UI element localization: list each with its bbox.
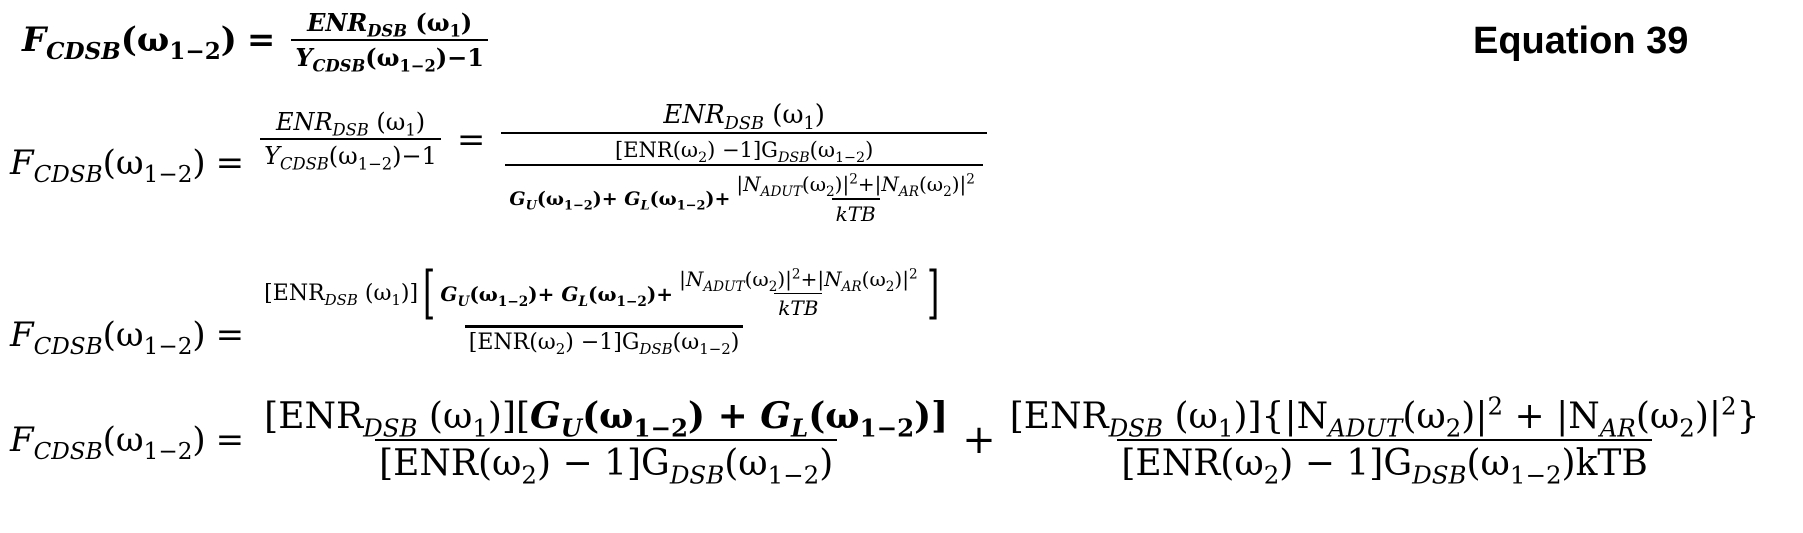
equals-sign: = xyxy=(215,419,245,460)
equation-row-1: FCDSB(ω1−2) = ENRDSB (ω1) YCDSB(ω1−2)−1 xyxy=(22,8,494,74)
equals-sign: = xyxy=(215,143,245,183)
equals-sign: = xyxy=(246,20,276,60)
equals-sign: = xyxy=(215,315,245,355)
fraction-term-1: [ENRDSB (ω1)][GU(ω1−2) + GL(ω1−2)] [ENR(… xyxy=(264,395,949,490)
fraction: ENRDSB (ω1) YCDSB(ω1−2)−1 xyxy=(291,8,488,74)
equation-row-4: FCDSB(ω1−2) = [ENRDSB (ω1)][GU(ω1−2) + G… xyxy=(10,391,1770,490)
lhs: FCDSB(ω1−2) xyxy=(10,419,206,465)
compound-fraction: ENRDSB (ω1) [ENR(ω2) −1]GDSB(ω1−2) GU(ω1… xyxy=(501,100,987,226)
equation-row-3: FCDSB(ω1−2) = [ENRDSB (ω1)] [ GU(ω1−2)+ … xyxy=(10,260,954,361)
fraction: ENRDSB (ω1) YCDSB(ω1−2)−1 xyxy=(260,108,441,172)
lhs: FCDSB(ω1−2) xyxy=(10,315,206,361)
equals-sign-2: = xyxy=(456,120,486,160)
noise-fraction: |NADUT(ω2)|2+|NAR(ω2)|2 kTB xyxy=(679,267,918,321)
fraction-term-2: [ENRDSB (ω1)]{|NADUT(ω2)|2 + |NAR(ω2)|2}… xyxy=(1009,391,1760,490)
noise-fraction: |NADUT(ω2)|2+|NAR(ω2)|2 kTB xyxy=(736,171,975,226)
fraction: [ENRDSB (ω1)] [ GU(ω1−2)+ GL(ω1−2)+ |NAD… xyxy=(264,260,939,358)
inner-fraction: [ENR(ω2) −1]GDSB(ω1−2) GU(ω1−2)+ GL(ω1−2… xyxy=(505,138,983,226)
lhs: FCDSB(ω1−2) xyxy=(22,20,237,66)
equation-number-label: Equation 39 xyxy=(1473,20,1689,62)
equation-row-2: FCDSB(ω1−2) = ENRDSB (ω1) YCDSB(ω1−2)−1 … xyxy=(10,100,993,226)
plus-sign: + xyxy=(962,416,996,463)
lhs: FCDSB(ω1−2) xyxy=(10,143,206,189)
